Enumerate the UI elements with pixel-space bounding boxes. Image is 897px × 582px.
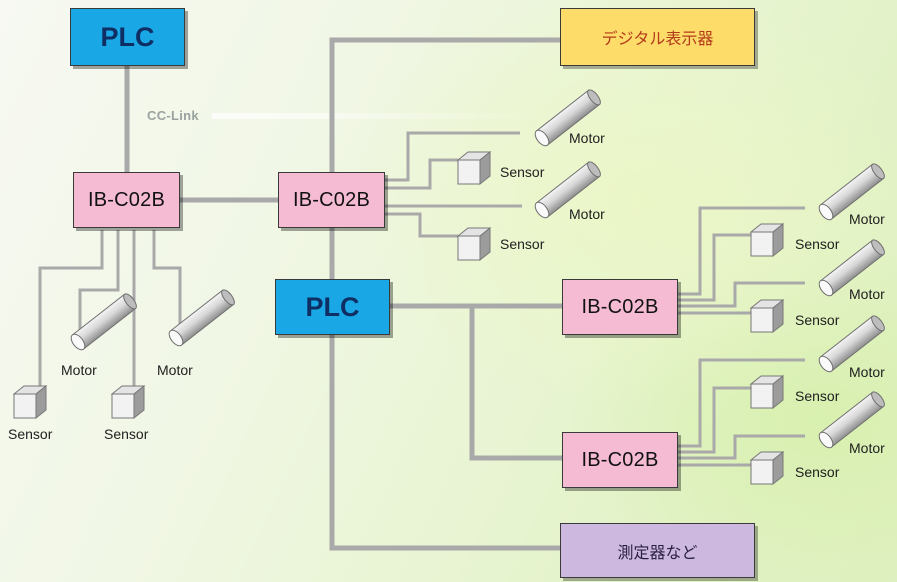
line-ib1-sensor1	[38, 230, 104, 388]
line-ib4-motor-a	[678, 358, 805, 448]
ib-c02b-node-right-lower: IB-C02B	[562, 432, 678, 488]
motor-icon	[534, 161, 601, 219]
motor-icon	[168, 289, 235, 347]
sensor-label: Sensor	[500, 164, 545, 180]
sensor-icon	[749, 450, 785, 486]
sensor-icon	[456, 150, 492, 186]
motor-icon	[534, 89, 601, 147]
plc-top: PLC	[70, 8, 185, 66]
line-ib1-motor2	[152, 230, 182, 328]
line-ib4-motor-b	[678, 434, 805, 460]
line-ib2-to-display	[329, 37, 560, 172]
sensor-icon	[12, 384, 48, 420]
sensor-label: Sensor	[8, 426, 53, 442]
motor-label: Motor	[849, 286, 885, 302]
motor-label: Motor	[849, 211, 885, 227]
plc-middle: PLC	[275, 279, 390, 335]
motor-icon	[818, 163, 885, 221]
motor-icon	[818, 239, 885, 297]
sensor-icon	[110, 384, 146, 420]
motor-icon	[70, 293, 137, 351]
motor-label: Motor	[569, 130, 605, 146]
line-ib2-sensor-a	[385, 158, 458, 190]
sensor-icon	[749, 222, 785, 258]
ib-c02b-node-right-upper: IB-C02B	[562, 279, 678, 335]
cc-link-label: CC-Link	[147, 108, 199, 123]
measuring-device-box: 測定器など	[560, 523, 755, 578]
motor-label: Motor	[849, 440, 885, 456]
sensor-icon	[749, 374, 785, 410]
cc-link-highlight	[212, 113, 552, 119]
sensor-icon	[456, 226, 492, 262]
line-ib3-motor-b	[678, 281, 805, 308]
sensor-label: Sensor	[795, 312, 840, 328]
motor-label: Motor	[849, 364, 885, 380]
line-ib2-motor-a	[385, 131, 520, 182]
line-ib2-sensor-b	[385, 212, 458, 238]
line-plc-mid-to-measure	[329, 334, 560, 551]
line-ib4-sensor-a	[678, 386, 751, 454]
sensor-label: Sensor	[795, 236, 840, 252]
digital-display-box: デジタル表示器	[560, 8, 755, 66]
ib-c02b-node-center: IB-C02B	[278, 172, 385, 228]
line-bus-to-ib4	[469, 306, 562, 461]
sensor-icon	[749, 298, 785, 334]
motor-label: Motor	[61, 362, 97, 378]
line-ib3-sensor-a	[678, 233, 751, 302]
sensor-label: Sensor	[795, 464, 840, 480]
motor-icon	[818, 391, 885, 449]
sensor-label: Sensor	[104, 426, 149, 442]
motor-label: Motor	[157, 362, 193, 378]
motor-label: Motor	[569, 206, 605, 222]
sensor-label: Sensor	[500, 236, 545, 252]
line-ib1-motor1	[78, 230, 120, 332]
line-ib3-motor-a	[678, 206, 805, 296]
sensor-label: Sensor	[795, 388, 840, 404]
ib-c02b-node-left: IB-C02B	[73, 172, 180, 228]
motor-icon	[818, 315, 885, 373]
